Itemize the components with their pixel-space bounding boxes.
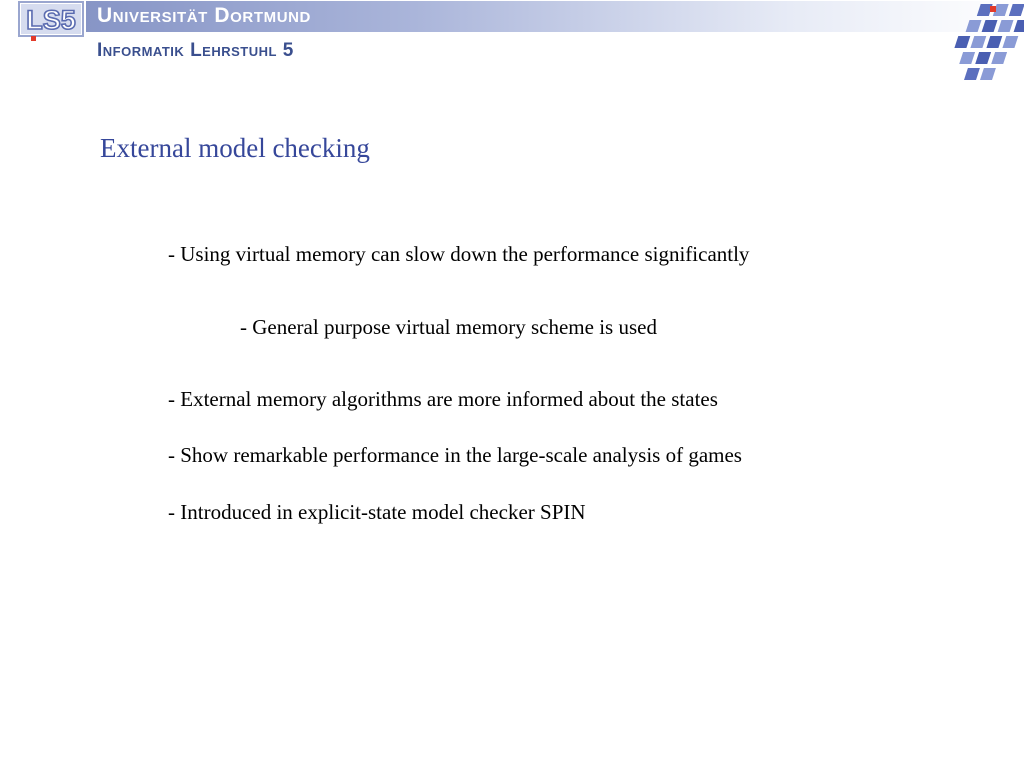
- bullet-item: - Using virtual memory can slow down the…: [168, 242, 750, 266]
- ls5-logo-icon: LS5: [18, 1, 84, 37]
- bullet-item: - Show remarkable performance in the lar…: [168, 443, 742, 467]
- bullet-item: - Introduced in explicit-state model che…: [168, 500, 586, 524]
- ls5-logo-text: LS5: [26, 5, 76, 35]
- chair-name: Informatik Lehrstuhl 5: [97, 40, 294, 61]
- university-name-bar: [86, 1, 1024, 32]
- bullet-item: - External memory algorithms are more in…: [168, 387, 718, 411]
- university-name: Universität Dortmund: [97, 4, 311, 27]
- slide-title: External model checking: [100, 133, 370, 163]
- bullet-item: - General purpose virtual memory scheme …: [240, 315, 657, 339]
- slide-header: LS5 Universität Dortmund Informatik Lehr…: [0, 0, 1024, 80]
- university-logo-icon: [954, 4, 1024, 80]
- ls5-logo-dot: [31, 36, 36, 41]
